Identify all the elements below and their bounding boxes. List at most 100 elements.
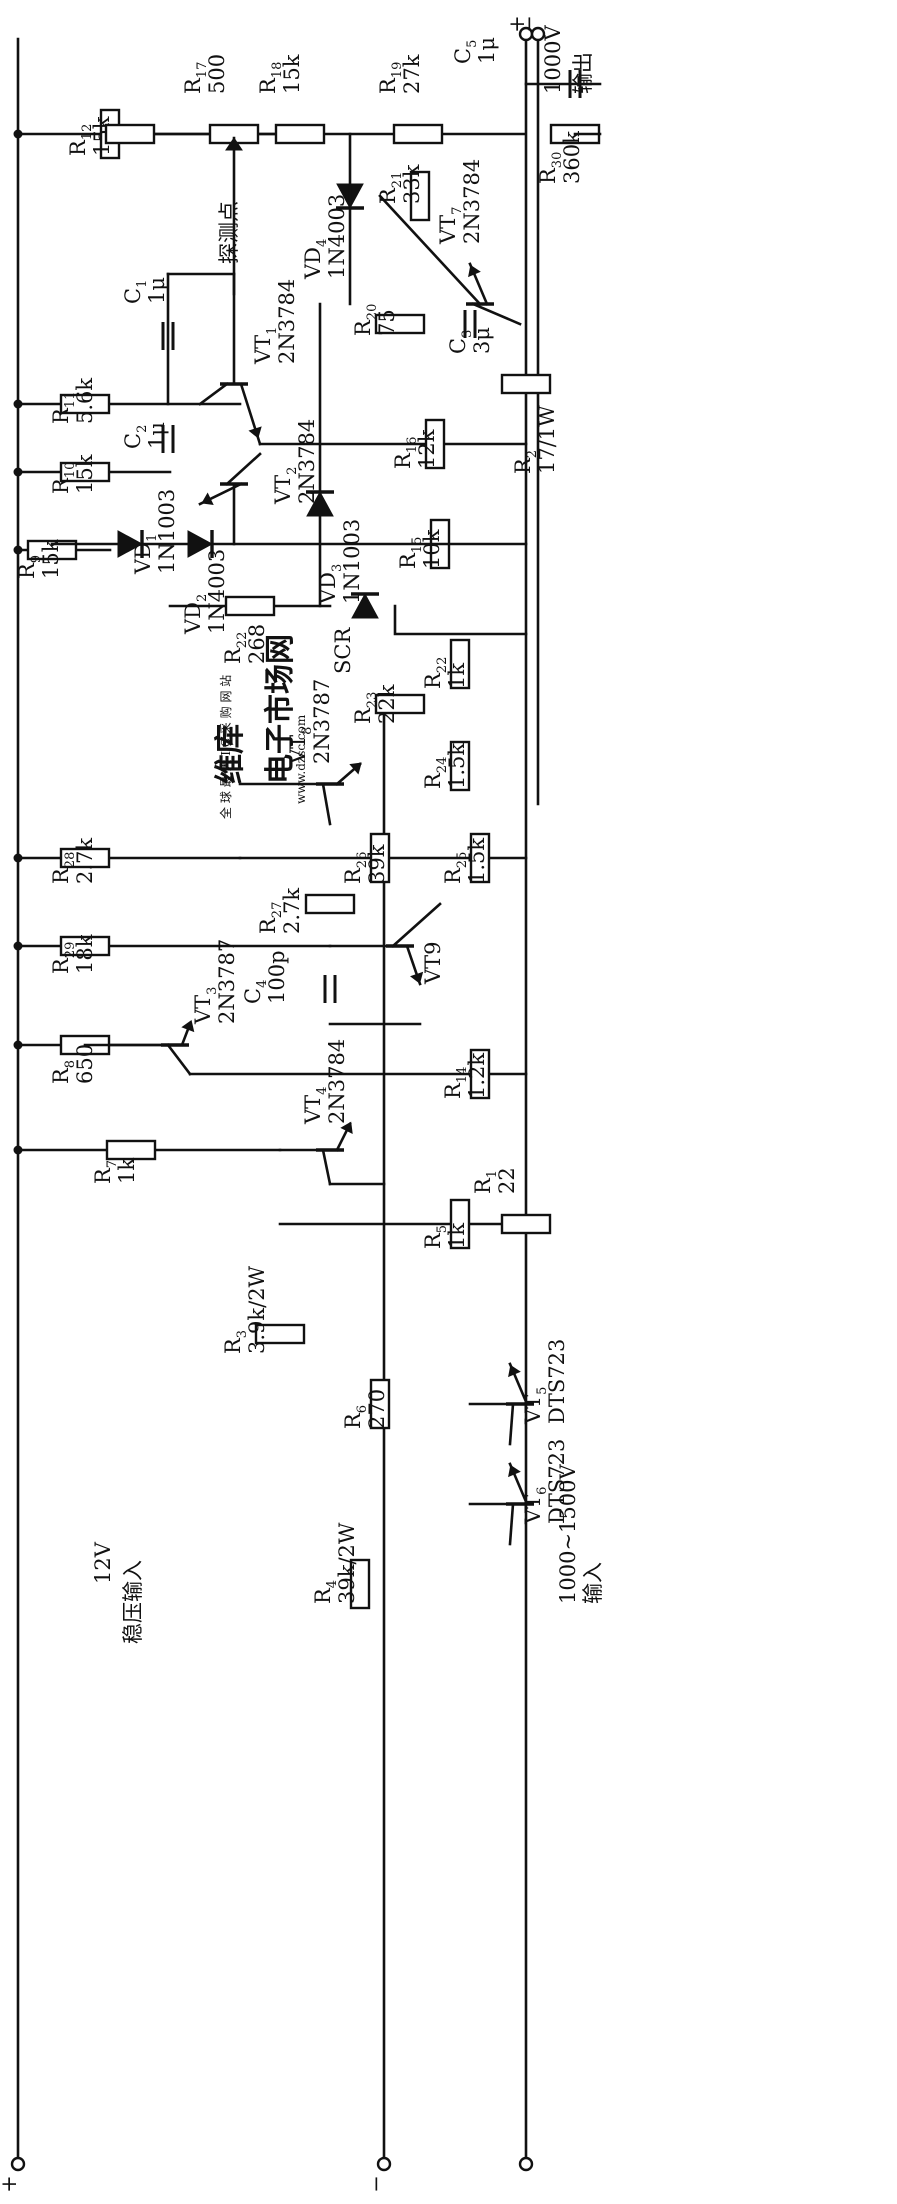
transistor-vt3-collector (166, 1043, 192, 1076)
resistor-r3 (254, 1323, 306, 1345)
resistor-r4-subscript: 4 (325, 1580, 340, 1588)
terminal-minus (376, 2156, 392, 2172)
test-point-label: 探测点 (217, 201, 241, 264)
resistor-r24-value: 1.5k (445, 743, 469, 789)
terminal-12v-plus (10, 2156, 26, 2172)
scr-symbol (351, 592, 379, 619)
resistor-r1-value: 22 (495, 1167, 519, 1194)
plus-label: + (0, 2175, 21, 2193)
resistor-r26-subscript: 26 (355, 852, 370, 869)
resistor-r14-value: 1.2k (465, 1053, 489, 1099)
transistor-vt5-value: DTS723 (545, 1339, 569, 1424)
transistor-vt4-value: 2N3784 (325, 1039, 349, 1124)
resistor-r15-value: 10k (420, 529, 444, 569)
output-voltage-label: 1000V (541, 25, 565, 94)
resistor-r2-value: 17/1W (535, 405, 559, 474)
resistor-r25-subscript: 25 (455, 852, 470, 869)
resistor-r24-subscript: 24 (435, 757, 450, 774)
capacitor-c1-value: 1μ (145, 277, 169, 304)
transistor-vt7-subscript: 7 (450, 207, 465, 215)
plus-label: + (505, 15, 529, 33)
transistor-vt2-collector (225, 452, 262, 486)
transistor-vt4-subscript: 4 (315, 1087, 330, 1095)
output-label: 输出 (571, 52, 595, 94)
diode-vd4-subscript: 4 (315, 239, 330, 247)
transistor-vt5-subscript: 5 (535, 1387, 550, 1395)
resistor-r23-subscript: 23 (365, 692, 380, 709)
resistor-r18 (274, 123, 326, 145)
capacitor-c2-value: 1μ (145, 422, 169, 449)
diode-vd2-subscript: 2 (195, 594, 210, 602)
diode-vd1-value: 1N1003 (155, 489, 179, 574)
resistor-r19 (392, 123, 444, 145)
transistor-vt7-collector (471, 302, 522, 326)
input-voltage-label: 1000~1500V (556, 1464, 580, 1604)
resistor-r8-subscript: 8 (63, 1060, 78, 1068)
diode-vd3-value: 1N1003 (340, 519, 364, 604)
resistor-r29-subscript: 29 (63, 942, 78, 959)
resistor-r26 (369, 832, 391, 884)
resistor-r10-subscript: 10 (63, 462, 78, 479)
transistor-vt3-arrow (181, 1019, 195, 1033)
resistor-r28 (59, 847, 111, 869)
diode-vd3 (306, 490, 334, 517)
resistor-r9 (26, 539, 78, 561)
resistor-r24 (449, 740, 471, 792)
resistor-r4-value: 39k/2W (335, 1522, 359, 1604)
minus-label: − (364, 2175, 388, 2193)
transistor-vt6-collector (508, 1502, 515, 1546)
resistor-r14 (469, 1048, 491, 1100)
resistor-r16-value: 12k (415, 429, 439, 469)
transistor-vt3-subscript: 3 (205, 987, 220, 995)
input-label: 输入 (581, 1562, 605, 1604)
diode-vd2 (187, 530, 214, 558)
watermark-url: www.dzsc.com (294, 714, 308, 804)
resistor-r19-designator: R19 (376, 62, 405, 94)
diode-vd3-subscript: 3 (330, 564, 345, 572)
wire-scr-gate (393, 604, 528, 636)
capacitor-c3-value: 3μ (470, 327, 494, 354)
resistor-r22a-value: 1k (445, 663, 469, 689)
transistor-vt5-arrow (508, 1364, 521, 1378)
resistor-r27 (304, 893, 356, 915)
resistor-r21 (409, 170, 431, 222)
resistor-r11-value: 5.6k (73, 378, 97, 424)
resistor-r5-subscript: 5 (435, 1225, 450, 1233)
resistor-r7-value: 1k (115, 1158, 139, 1184)
terminal-input-plus (518, 2156, 534, 2172)
resistor-r27-value: 2.7k (280, 888, 304, 934)
resistor-r2 (500, 373, 552, 395)
resistor-r19-subscript: 19 (390, 62, 405, 79)
resistor-r7-subscript: 7 (105, 1160, 120, 1168)
resistor-r22b-subscript: 22 (235, 632, 250, 649)
watermark-brand: 维库 (213, 724, 248, 784)
diode-vd2-value: 1N4003 (205, 549, 229, 634)
watermark-name: 电子市场网 (263, 634, 298, 784)
resistor-r29 (59, 935, 111, 957)
resistor-r17-subscript: 17 (195, 62, 210, 79)
transistor-vt2-arrow (201, 492, 214, 506)
